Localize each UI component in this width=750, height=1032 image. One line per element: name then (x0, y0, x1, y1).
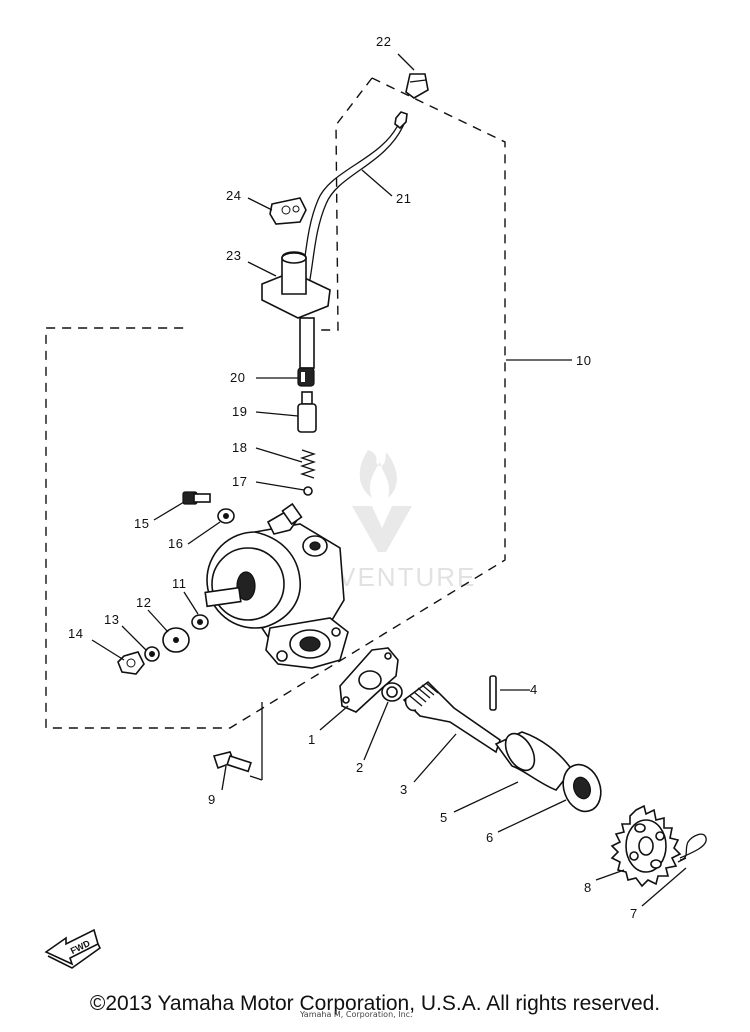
grommet (269, 197, 307, 225)
callout-7: 7 (630, 906, 638, 921)
callout-16: 16 (168, 536, 183, 551)
callout-12: 12 (136, 595, 151, 610)
gear-shaft (494, 731, 573, 791)
callout-24: 24 (226, 188, 241, 203)
callout-4: 4 (530, 682, 538, 697)
pump-plate (162, 627, 190, 653)
copyright-notice: ©2013 Yamaha Motor Corporation, U.S.A. A… (89, 992, 661, 1015)
circlip (677, 833, 707, 863)
callout-11: 11 (172, 576, 187, 591)
oil-pump-body (204, 502, 349, 669)
pump-cable (299, 111, 408, 291)
callout-labels: 22 21 24 23 10 20 19 18 17 15 16 11 12 1… (68, 34, 638, 921)
callout-15: 15 (134, 516, 149, 531)
callout-17: 17 (232, 474, 247, 489)
washer-16 (217, 508, 235, 524)
callout-14: 14 (68, 626, 83, 641)
cable-cap (405, 73, 429, 99)
drive-gear (610, 804, 682, 888)
spring (299, 449, 317, 479)
callout-21: 21 (396, 191, 411, 206)
assembly-outline (45, 77, 506, 729)
forward-arrow-icon: FWD (44, 928, 102, 969)
callout-22: 22 (376, 34, 391, 49)
leader-lines (91, 53, 687, 907)
footer-small-print: Yamaha M, Corporation, Inc. (300, 1010, 413, 1019)
o-ring (381, 682, 403, 702)
drive-shaft (402, 680, 501, 754)
callout-8: 8 (584, 880, 592, 895)
adjuster-nut (297, 367, 315, 387)
callout-1: 1 (308, 732, 316, 747)
callout-6: 6 (486, 830, 494, 845)
callout-9: 9 (208, 792, 216, 807)
drive-pin (191, 614, 209, 630)
callout-5: 5 (440, 810, 448, 825)
callout-19: 19 (232, 404, 247, 419)
callout-3: 3 (400, 782, 408, 797)
callout-20: 20 (230, 370, 245, 385)
washer-13 (144, 646, 160, 662)
check-ball (303, 486, 313, 496)
nut-14 (117, 651, 145, 675)
callout-13: 13 (104, 612, 119, 627)
bolt-15 (182, 491, 211, 505)
callout-23: 23 (226, 248, 241, 263)
bearing (562, 763, 602, 813)
cable-guide (261, 251, 331, 319)
callout-18: 18 (232, 440, 247, 455)
adjuster-bolt (297, 391, 317, 433)
dowel-pin (489, 675, 497, 711)
callout-10: 10 (576, 353, 591, 368)
cable-sheath (299, 317, 315, 369)
callout-2: 2 (356, 760, 364, 775)
gasket (339, 647, 399, 713)
screw-9 (212, 751, 252, 773)
